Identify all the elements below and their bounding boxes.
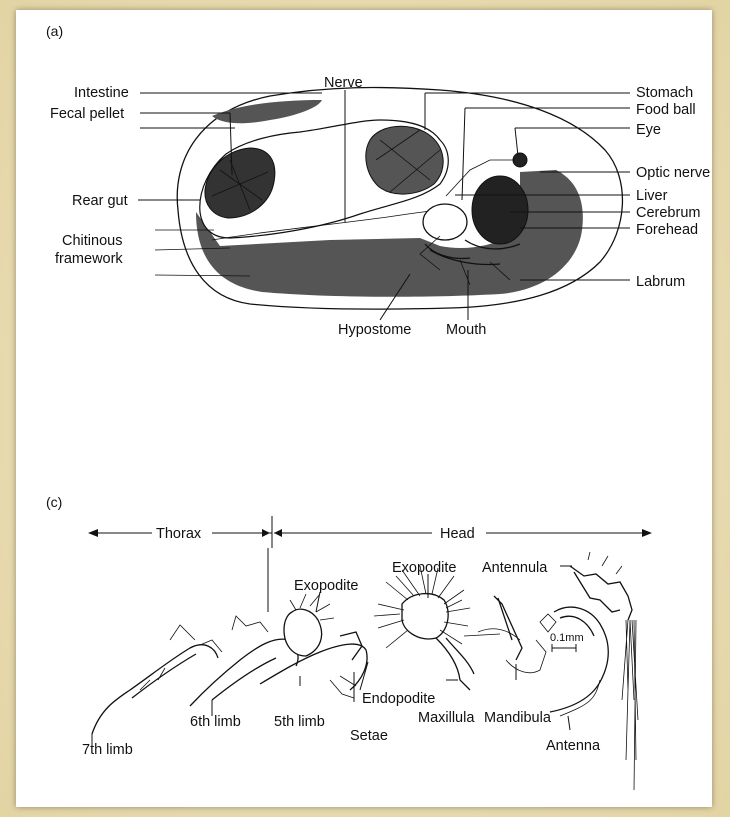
label-cerebrum: Cerebrum <box>636 205 700 221</box>
limb-6 <box>190 616 298 706</box>
label-liver: Liver <box>636 188 668 204</box>
label-nerve: Nerve <box>324 75 363 91</box>
scale-bar <box>552 644 576 652</box>
label-scale: 0.1mm <box>550 632 584 644</box>
label-mandibula: Mandibula <box>484 710 552 726</box>
label-labrum: Labrum <box>636 274 685 290</box>
label-5th-limb: 5th limb <box>274 714 325 730</box>
label-setae: Setae <box>350 728 388 744</box>
label-hypostome: Hypostome <box>338 322 411 338</box>
label-7th-limb: 7th limb <box>82 742 133 758</box>
label-fecal-pellet: Fecal pellet <box>50 106 124 122</box>
label-head: Head <box>440 526 475 542</box>
panel-label-c: (c) <box>46 494 62 510</box>
label-optic-nerve: Optic nerve <box>636 165 710 181</box>
antennula-antenna <box>540 552 638 790</box>
mandibula <box>464 596 546 673</box>
anatomy-figure: (a) <box>16 10 712 807</box>
label-exopodite-2: Exopodite <box>392 560 457 576</box>
label-rear-gut: Rear gut <box>72 193 128 209</box>
label-stomach: Stomach <box>636 85 693 101</box>
stomach-mass <box>366 126 443 194</box>
label-intestine: Intestine <box>74 85 129 101</box>
label-mouth: Mouth <box>446 322 486 338</box>
label-maxillula: Maxillula <box>418 710 475 726</box>
label-thorax: Thorax <box>156 526 202 542</box>
label-forehead: Forehead <box>636 222 698 238</box>
maxillula <box>374 566 474 690</box>
label-eye: Eye <box>636 122 661 138</box>
label-antennula: Antennula <box>482 560 548 576</box>
label-endopodite: Endopodite <box>362 691 435 707</box>
label-food-ball: Food ball <box>636 102 696 118</box>
figure-frame: (a) <box>16 10 712 807</box>
limbs-diagram: Thorax Head <box>82 516 652 790</box>
panel-label-a: (a) <box>46 23 63 39</box>
limb-5 <box>260 594 367 698</box>
label-antenna: Antenna <box>546 738 601 754</box>
label-chitinous: Chitinous <box>62 233 122 249</box>
label-exopodite-1: Exopodite <box>294 578 359 594</box>
upper-shading <box>212 100 322 123</box>
label-framework: framework <box>55 251 123 267</box>
label-6th-limb: 6th limb <box>190 714 241 730</box>
carapace-diagram: Intestine Fecal pellet Rear gut Chitinou… <box>50 75 710 338</box>
